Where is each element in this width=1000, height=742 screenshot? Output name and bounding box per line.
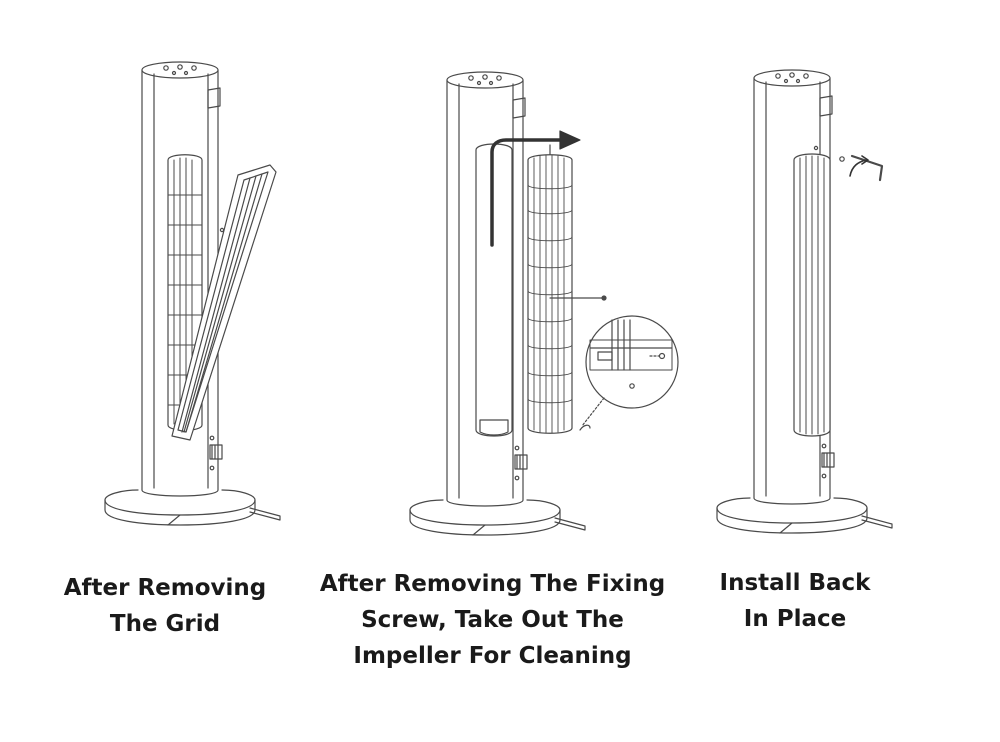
caption-line: Impeller For Cleaning	[353, 643, 632, 669]
step-3-caption: Install Back In Place	[680, 565, 910, 637]
step-3-illustration	[716, 69, 893, 534]
step-1-caption: After Removing The Grid	[40, 570, 290, 642]
step-2-caption: After Removing The Fixing Screw, Take Ou…	[305, 566, 680, 674]
caption-line: After Removing	[63, 575, 267, 601]
impeller	[527, 144, 607, 434]
arrow-right-icon	[490, 130, 581, 247]
allen-wrench-icon	[839, 154, 884, 182]
step-2-illustration	[409, 71, 679, 536]
caption-line: Install Back	[719, 570, 871, 596]
caption-line: After Removing The Fixing	[319, 571, 666, 597]
rotate-arrow-icon	[849, 155, 869, 177]
removed-grid	[171, 164, 277, 441]
fixing-screw-detail	[579, 315, 679, 431]
step-1-illustration	[104, 61, 281, 526]
caption-line: The Grid	[109, 611, 221, 637]
caption-line: In Place	[743, 606, 847, 632]
caption-line: Screw, Take Out The	[361, 607, 624, 633]
fixing-screw-icon	[839, 156, 845, 162]
